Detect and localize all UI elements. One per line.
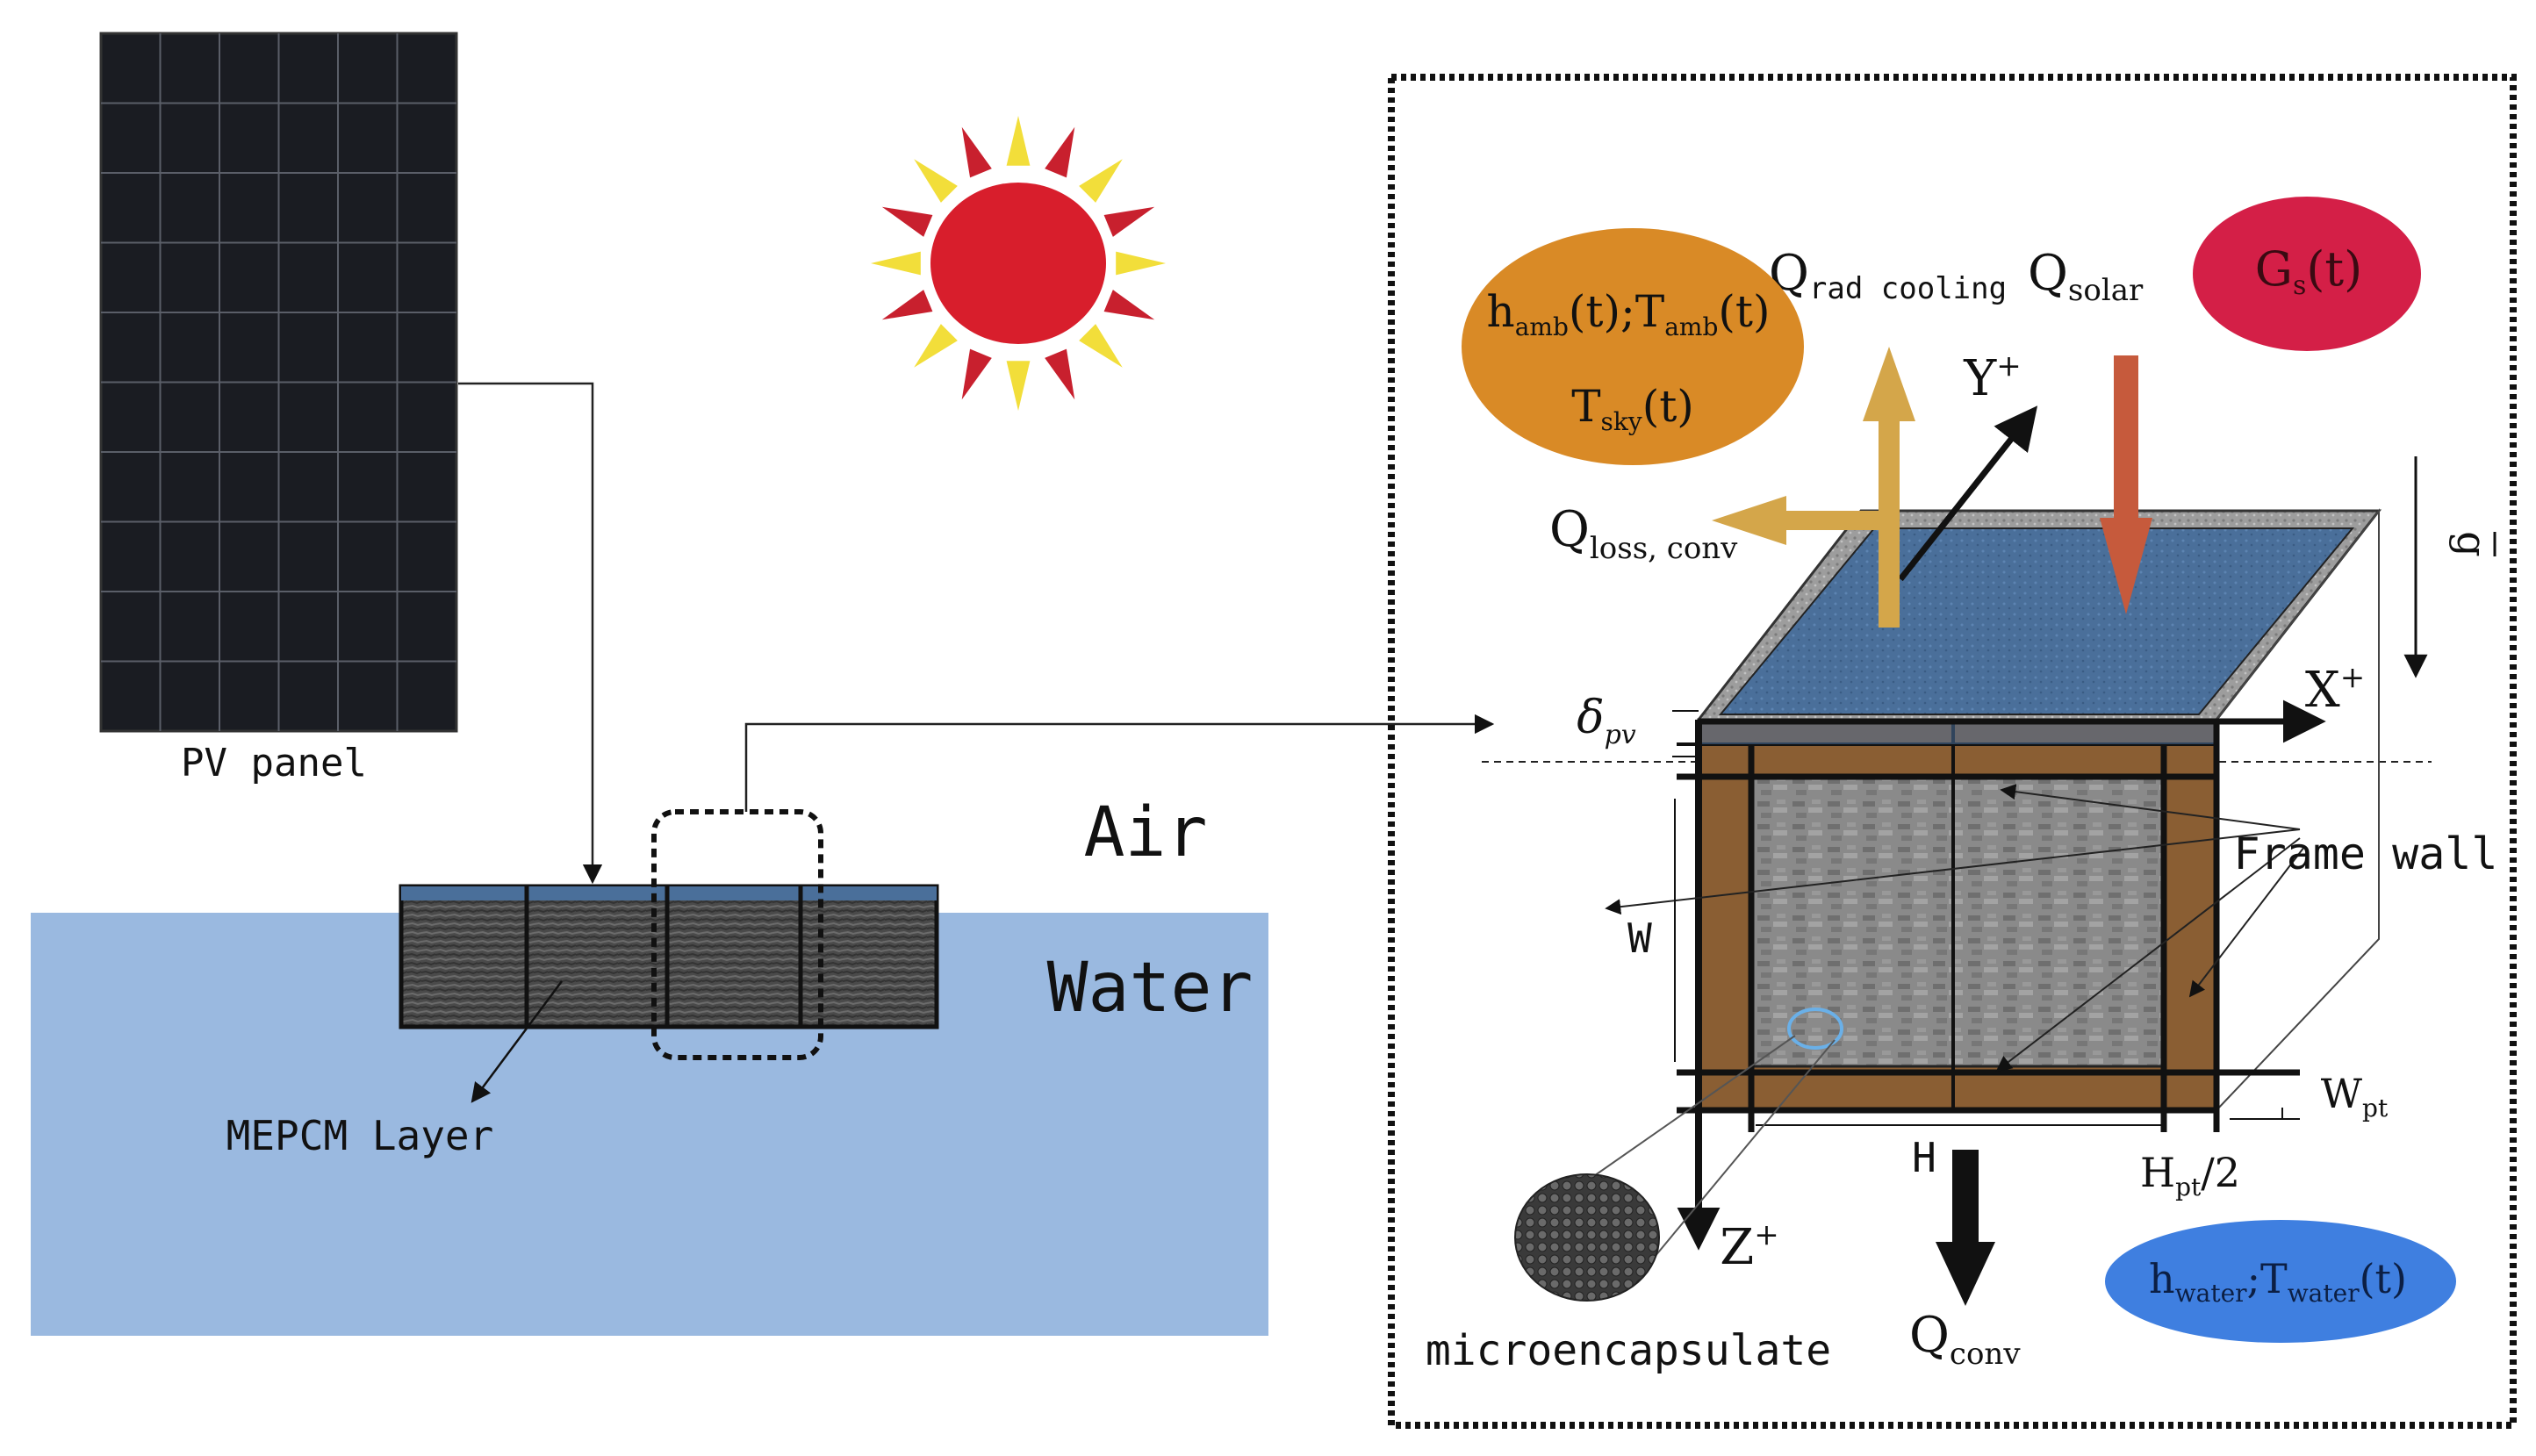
microcapsule-icon — [1514, 1173, 1660, 1302]
air-label: Air — [1084, 793, 1208, 872]
frame-wall-pointer-3 — [1995, 837, 2301, 1072]
module-3d-box — [1677, 508, 2382, 1211]
solar-irradiance-bubble: Gs(t) — [2193, 197, 2421, 351]
w-label: W — [1627, 914, 1652, 962]
z-axis-label: Z+ — [1720, 1217, 1778, 1276]
sun-icon — [871, 116, 1166, 411]
detail-panel-border — [1388, 74, 2517, 1429]
pv-top-face — [1718, 527, 2355, 715]
svg-text:hwater;Twater(t): hwater;Twater(t) — [2149, 1255, 2407, 1308]
pv-panel-label: PV panel — [181, 741, 367, 785]
svg-text:Tsky(t): Tsky(t) — [1571, 381, 1694, 436]
mepcm-core — [1749, 775, 2166, 1068]
panel-connector-line — [458, 382, 603, 885]
frame-wall-pointer-4 — [2188, 846, 2305, 998]
q-loss-conv-label: Qloss, conv — [1549, 501, 1738, 566]
q-solar-arrow — [2100, 355, 2152, 614]
gravity-label: g — [2448, 531, 2496, 556]
mepcm-pointer-line — [471, 980, 564, 1103]
water-conditions-bubble: hwater;Twater(t) — [2105, 1220, 2456, 1343]
q-loss-conv-arrow — [1712, 496, 1896, 545]
q-conv-arrow — [1936, 1150, 1995, 1306]
frame-wall-pointer-1 — [2000, 784, 2301, 830]
svg-text:hamb(t);Tamb(t): hamb(t);Tamb(t) — [1487, 286, 1771, 341]
h-pt-label: Hpt/2 — [2140, 1149, 2240, 1201]
ambient-conditions-bubble: hamb(t);Tamb(t) Tsky(t) — [1462, 228, 1804, 465]
y-axis-arrow — [1898, 405, 2038, 582]
frame-wall-pointer-2 — [1605, 828, 2301, 915]
mepcm-layer-label: MEPCM Layer — [226, 1112, 494, 1159]
h-label: H — [1912, 1134, 1936, 1181]
y-axis-label: Y+ — [1963, 348, 2021, 407]
q-conv-label: Qconv — [1909, 1307, 2021, 1372]
microcapsule-highlight — [1787, 1008, 1843, 1050]
frame-wall-label: Frame wall — [2233, 828, 2497, 879]
delta-pv-label: δpv — [1577, 692, 1636, 750]
q-rad-cooling-label: Qrad cooling — [1769, 245, 2007, 306]
pv-panel — [99, 32, 458, 733]
w-pt-label: Wpt — [2321, 1070, 2389, 1122]
svg-text:Gs(t): Gs(t) — [2255, 241, 2362, 301]
q-solar-label: Qsolar — [2028, 245, 2144, 308]
water-label: Water — [1047, 949, 1254, 1028]
microencapsulate-label: microencapsulate — [1426, 1326, 1831, 1375]
floating-mepcm-module — [399, 884, 939, 1029]
zoom-connector-line — [744, 714, 1495, 812]
x-axis-label: X+ — [2305, 660, 2365, 719]
zoom-selection-box — [651, 809, 823, 1060]
